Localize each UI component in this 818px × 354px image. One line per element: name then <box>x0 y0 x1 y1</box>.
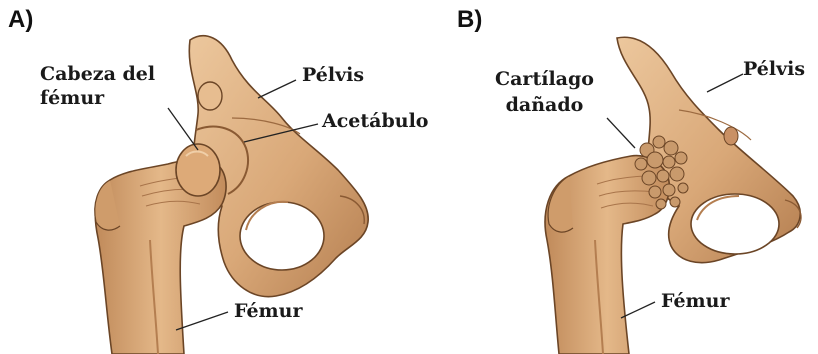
femoral-head <box>176 144 220 196</box>
label-damaged-cartilage-line-1: Cartílago <box>495 66 594 92</box>
label-femoral-head: Cabeza del fémur <box>40 62 155 110</box>
leader-femur <box>621 302 655 318</box>
label-damaged-cartilage: Cartílago dañado <box>495 66 594 118</box>
healthy-hip-illustration <box>0 0 409 354</box>
damaged-hip-illustration <box>409 0 818 354</box>
panel-b-damaged-hip: B) <box>409 0 818 354</box>
label-pelvis: Pélvis <box>743 58 805 80</box>
label-femur: Fémur <box>661 290 729 312</box>
leader-femoral-head <box>168 108 198 150</box>
label-femur: Fémur <box>234 300 302 322</box>
femur-bone <box>545 156 669 354</box>
panel-a-healthy-hip: A) <box>0 0 409 354</box>
leader-femur <box>176 312 228 330</box>
leader-pelvis <box>258 80 296 98</box>
leader-pelvis <box>707 74 743 92</box>
label-femoral-head-line-1: Cabeza del <box>40 62 155 86</box>
label-pelvis: Pélvis <box>302 64 364 86</box>
label-damaged-cartilage-line-2: dañado <box>495 92 594 118</box>
leader-damaged-cartilage <box>607 118 635 148</box>
label-femoral-head-line-2: fémur <box>40 86 155 110</box>
